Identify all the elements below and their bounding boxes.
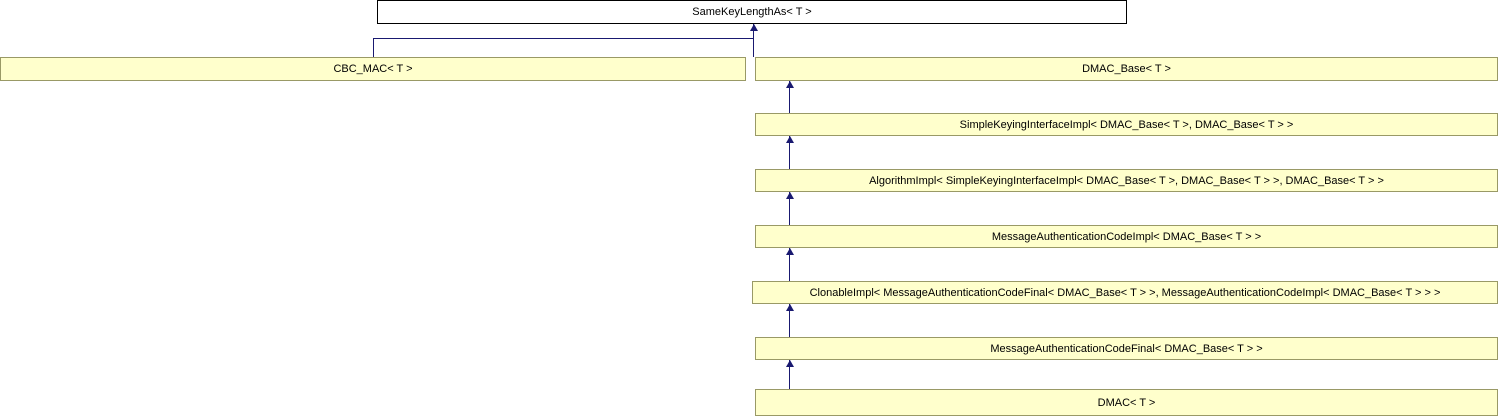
class-node-simplekeyinginterfaceimpl[interactable]: SimpleKeyingInterfaceImpl< DMAC_Base< T … [755,113,1498,136]
class-node-dmac[interactable]: DMAC< T > [755,389,1498,416]
arrowhead-into-macfinal [786,360,794,367]
arrowhead-into-macimpl [786,248,794,255]
edge-drop-dmacbase [753,38,754,57]
edge-macimpl-to-algorithmimpl [789,192,790,225]
class-node-label: ClonableImpl< MessageAuthenticationCodeF… [809,286,1441,299]
class-node-label: SimpleKeyingInterfaceImpl< DMAC_Base< T … [959,118,1294,131]
arrowhead-into-root [750,24,758,31]
arrowhead-into-algorithmimpl [786,192,794,199]
edge-macfinal-to-clonableimpl [789,304,790,337]
class-node-algorithmimpl[interactable]: AlgorithmImpl< SimpleKeyingInterfaceImpl… [755,169,1498,192]
class-node-cbc-mac[interactable]: CBC_MAC< T > [0,57,746,81]
arrowhead-into-simplekeying [786,136,794,143]
class-node-messageauthenticationcodeimpl[interactable]: MessageAuthenticationCodeImpl< DMAC_Base… [755,225,1498,248]
arrowhead-into-dmac-base [786,81,794,88]
edge-dmac-to-macfinal [789,360,790,389]
class-node-label: DMAC_Base< T > [1082,63,1171,75]
class-node-dmac-base[interactable]: DMAC_Base< T > [755,57,1498,81]
class-node-label: MessageAuthenticationCodeFinal< DMAC_Bas… [990,342,1263,355]
class-node-samekeylengthas[interactable]: SameKeyLengthAs< T > [377,0,1127,24]
edge-algorithmimpl-to-simplekeying [789,136,790,169]
arrowhead-into-clonableimpl [786,304,794,311]
edge-riser-root [753,24,754,38]
class-node-label: AlgorithmImpl< SimpleKeyingInterfaceImpl… [869,174,1384,187]
edge-clonableimpl-to-macimpl [789,248,790,281]
class-node-messageauthenticationcodefinal[interactable]: MessageAuthenticationCodeFinal< DMAC_Bas… [755,337,1498,360]
edge-horizontal-bus [373,38,754,39]
class-node-label: CBC_MAC< T > [333,63,413,75]
class-node-label: DMAC< T > [1097,396,1156,409]
class-node-label: SameKeyLengthAs< T > [692,6,812,18]
edge-simplekeying-to-dmacbase [789,81,790,113]
class-node-label: MessageAuthenticationCodeImpl< DMAC_Base… [991,230,1262,243]
edge-drop-cbcmac [373,38,374,57]
class-node-clonableimpl[interactable]: ClonableImpl< MessageAuthenticationCodeF… [752,281,1498,304]
